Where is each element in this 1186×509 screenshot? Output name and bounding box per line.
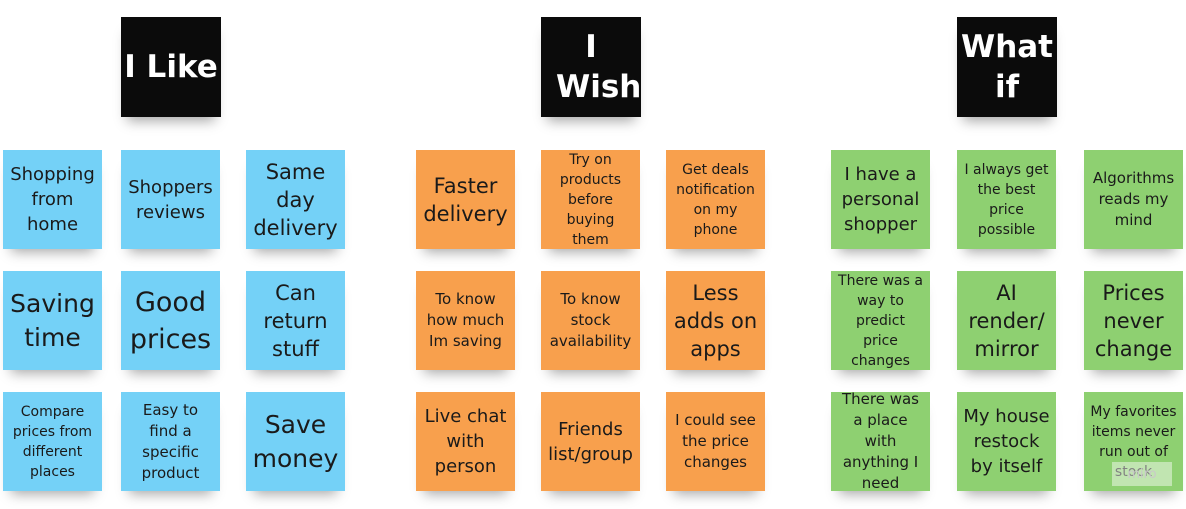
watermark-text: miro <box>1127 466 1157 482</box>
sticky-note-like[interactable]: Same day delivery <box>246 150 345 249</box>
note-text: Compare prices from different places <box>12 403 93 480</box>
header-label: What if <box>961 29 1054 105</box>
sticky-note-wish[interactable]: Try on products before buying them <box>541 150 640 249</box>
sticky-note-what-if[interactable]: My favorites items never run out of stoc… <box>1084 392 1183 491</box>
note-text: Prices never change <box>1094 280 1173 361</box>
note-text: My house restock by itself <box>963 406 1050 477</box>
note-text: Shoppers reviews <box>128 176 213 223</box>
note-text: Live chat with person <box>424 406 507 477</box>
sticky-note-wish[interactable]: Less adds on apps <box>666 271 765 370</box>
note-text: Same day delivery <box>253 159 338 240</box>
sticky-note-what-if[interactable]: My house restock by itself <box>957 392 1056 491</box>
note-text: Friends list/group <box>548 418 633 465</box>
note-text: Can return stuff <box>263 280 328 361</box>
sticky-note-like[interactable]: Easy to find a specific product <box>121 392 220 491</box>
note-text: Algorithms reads my mind <box>1092 169 1175 229</box>
note-text: Saving time <box>10 288 95 352</box>
note-text: I always get the best price possible <box>964 161 1049 238</box>
sticky-note-like[interactable]: Saving time <box>3 271 102 370</box>
sticky-note-wish[interactable]: Get deals notification on my phone <box>666 150 765 249</box>
sticky-note-like[interactable]: Shopping from home <box>3 150 102 249</box>
note-text: To know how much Im saving <box>426 290 505 350</box>
note-text: My favorites items never run out of stoc… <box>1090 403 1177 480</box>
note-text: Try on products before buying them <box>559 151 622 248</box>
sticky-note-like[interactable]: Compare prices from different places <box>3 392 102 491</box>
header-label: I Like <box>124 49 218 85</box>
sticky-note-wish[interactable]: I could see the price changes <box>666 392 765 491</box>
sticky-note-what-if[interactable]: I always get the best price possible <box>957 150 1056 249</box>
note-text: Good prices <box>129 286 212 355</box>
note-text: Get deals notification on my phone <box>676 161 755 238</box>
sticky-note-like[interactable]: Good prices <box>121 271 220 370</box>
note-text: I could see the price changes <box>675 411 756 471</box>
sticky-note-wish[interactable]: Faster delivery <box>416 150 515 249</box>
miro-watermark: miro <box>1112 462 1172 486</box>
note-text: Faster delivery <box>423 173 508 226</box>
sticky-note-wish[interactable]: To know how much Im saving <box>416 271 515 370</box>
header-i-like[interactable]: I Like <box>121 17 221 117</box>
header-label: I Wish <box>556 29 642 105</box>
sticky-note-what-if[interactable]: I have a personal shopper <box>831 150 930 249</box>
sticky-note-what-if[interactable]: Prices never change <box>1084 271 1183 370</box>
note-text: To know stock availability <box>549 290 632 350</box>
sticky-note-what-if[interactable]: There was a place with anything I need <box>831 390 930 492</box>
note-text: There was a way to predict price changes <box>838 272 923 369</box>
sticky-note-what-if[interactable]: There was a way to predict price changes <box>831 271 930 370</box>
note-text: AI render/ mirror <box>968 280 1045 361</box>
sticky-note-wish[interactable]: Friends list/group <box>541 392 640 491</box>
note-text: Shopping from home <box>10 164 95 235</box>
note-text: Less adds on apps <box>673 280 758 361</box>
note-text: There was a place with anything I need <box>841 390 919 492</box>
sticky-note-wish[interactable]: Live chat with person <box>416 392 515 491</box>
sticky-note-what-if[interactable]: AI render/ mirror <box>957 271 1056 370</box>
header-i-wish[interactable]: I Wish <box>541 17 641 117</box>
sticky-note-like[interactable]: Shoppers reviews <box>121 150 220 249</box>
note-text: Easy to find a specific product <box>141 400 200 482</box>
note-text: Save money <box>252 409 339 473</box>
sticky-note-like[interactable]: Can return stuff <box>246 271 345 370</box>
sticky-note-wish[interactable]: To know stock availability <box>541 271 640 370</box>
header-what-if[interactable]: What if <box>957 17 1057 117</box>
note-text: I have a personal shopper <box>841 164 920 235</box>
sticky-note-what-if[interactable]: Algorithms reads my mind <box>1084 150 1183 249</box>
sticky-note-like[interactable]: Save money <box>246 392 345 491</box>
